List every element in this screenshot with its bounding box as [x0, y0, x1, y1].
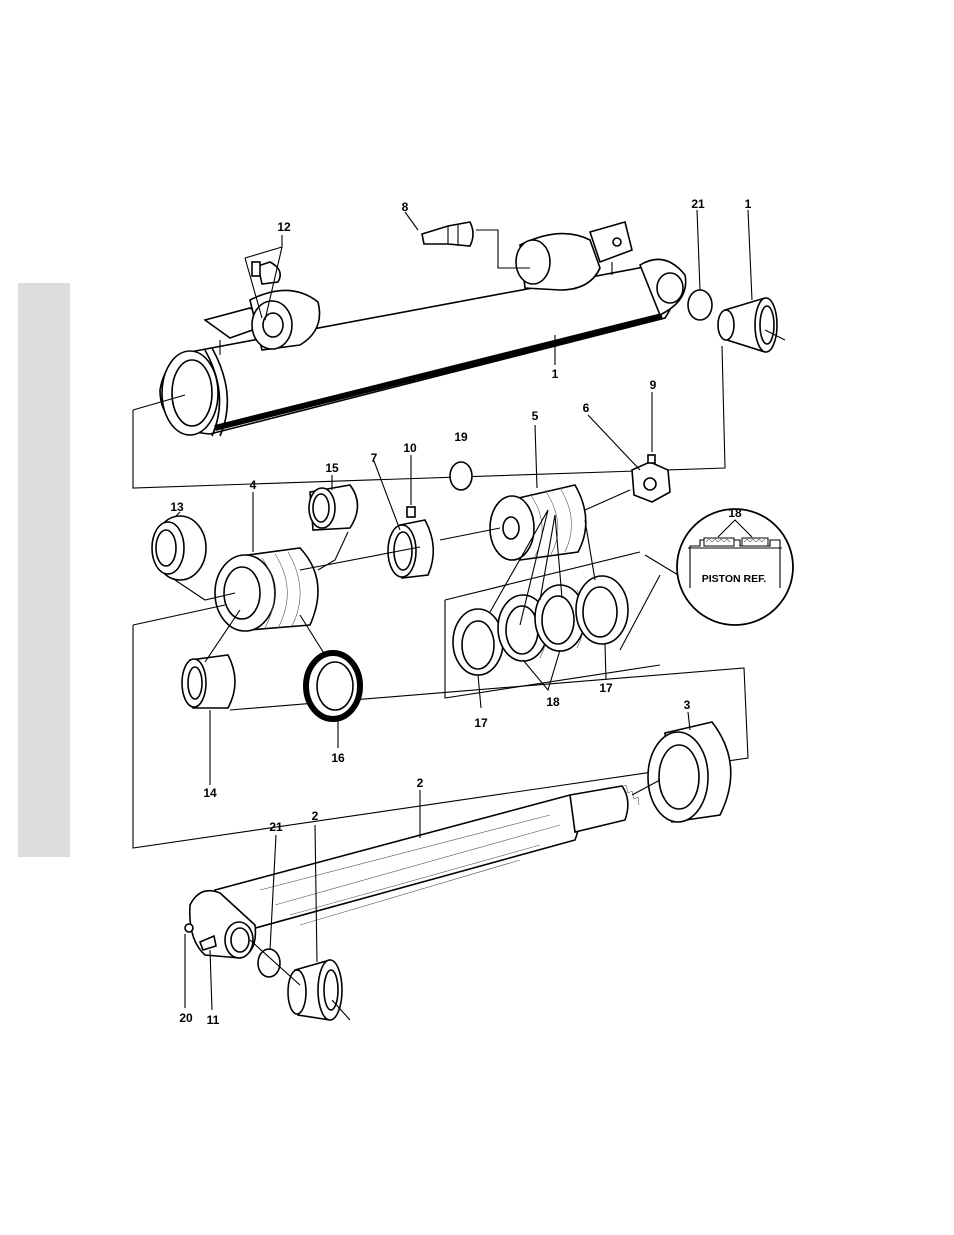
callout-17-right: 17 [599, 681, 613, 695]
nut-6 [588, 392, 670, 502]
callout-5: 5 [532, 409, 539, 423]
o-ring-21-top [688, 290, 712, 320]
bushing-2-bottom [288, 825, 350, 1020]
cylinder-barrel [160, 222, 686, 436]
piston-5 [490, 425, 586, 560]
o-ring-19 [450, 462, 472, 490]
seal-13 [152, 512, 206, 580]
callout-1-barrel: 1 [552, 367, 559, 381]
callout-13: 13 [170, 500, 184, 514]
callout-1-top: 1 [745, 197, 752, 211]
bushing-14 [182, 610, 240, 785]
callout-17-left: 17 [474, 716, 488, 730]
gland-nut-3 [648, 712, 731, 822]
piston-ref-detail [677, 509, 793, 625]
callout-8: 8 [402, 200, 409, 214]
callout-21-bottom: 21 [269, 820, 283, 834]
callout-20: 20 [179, 1011, 193, 1025]
piston-ref-caption: PISTON REF. [702, 573, 767, 585]
callout-9: 9 [650, 378, 657, 392]
callout-14: 14 [203, 786, 217, 800]
fitting-8 [405, 212, 530, 268]
callout-18-stack: 18 [546, 695, 560, 709]
callout-2-rod: 2 [417, 776, 424, 790]
callout-12: 12 [277, 220, 291, 234]
callout-19: 19 [454, 430, 468, 444]
o-ring-21-bottom [258, 949, 280, 977]
wiper-16 [300, 615, 360, 748]
callout-7: 7 [371, 451, 378, 465]
seal-17-left [453, 609, 503, 675]
callout-16: 16 [331, 751, 345, 765]
bushing-1-top [718, 210, 785, 352]
callout-10: 10 [403, 441, 417, 455]
callout-2-bushing: 2 [312, 809, 319, 823]
set-screw-10 [407, 507, 415, 517]
callout-6: 6 [583, 401, 590, 415]
seal-17-right [576, 576, 628, 644]
callout-15: 15 [325, 461, 339, 475]
callout-18-detail: 18 [728, 506, 742, 520]
callout-11: 11 [207, 1013, 220, 1027]
callout-4: 4 [250, 478, 257, 492]
bushing-15 [309, 475, 358, 570]
callout-21-top: 21 [691, 197, 705, 211]
callout-3: 3 [684, 698, 691, 712]
